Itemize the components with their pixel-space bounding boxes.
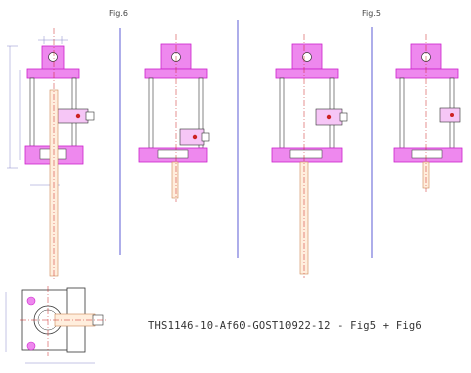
view-dividers	[119, 20, 373, 258]
title-block-text: THS1146-10-Af60-GOST10922-12 - Fig5 + Fi…	[148, 320, 422, 332]
figure-label-fig5: Fig.5	[362, 9, 381, 18]
figure-label-fig6: Fig.6	[109, 9, 128, 18]
side-fitting	[57, 108, 89, 124]
view-fig5-elevation	[271, 34, 348, 278]
view-fig6-plan	[5, 286, 108, 364]
dimension-lines	[7, 36, 68, 186]
view-fig5-side	[393, 34, 463, 192]
clamp-hole	[48, 52, 58, 62]
view-fig6-side	[138, 34, 210, 202]
view-fig6-elevation	[7, 28, 95, 280]
top-plate	[26, 68, 80, 79]
